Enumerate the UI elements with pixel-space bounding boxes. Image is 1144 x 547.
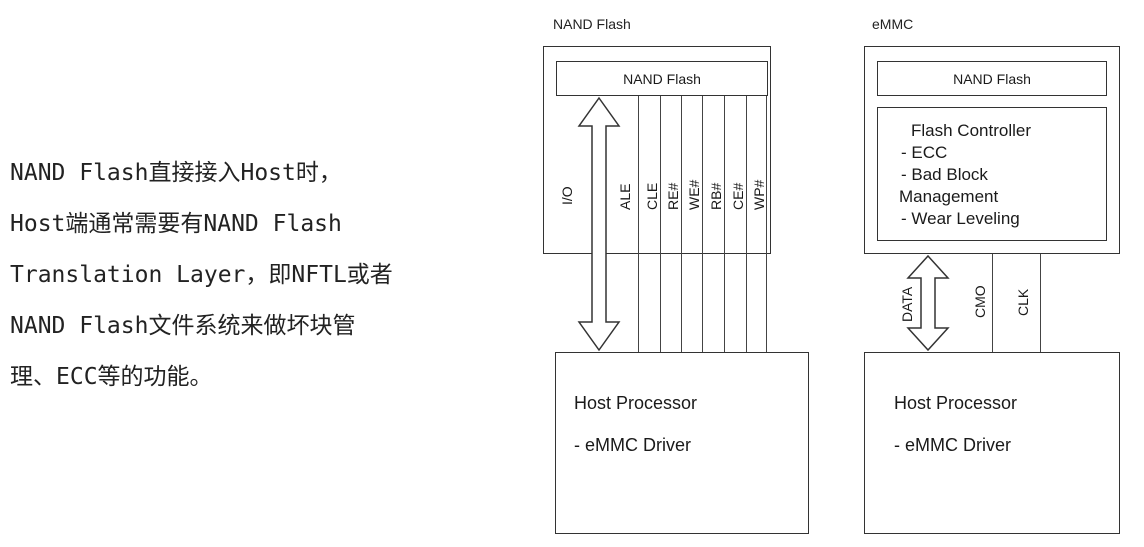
we-line [702, 96, 703, 352]
wp-line [766, 96, 767, 352]
signal-wp-label: WP# [751, 179, 767, 210]
signal-re-label: RE# [665, 182, 681, 210]
controller-item-bad-block: - Bad Block [901, 165, 988, 184]
controller-item-management: Management [899, 187, 999, 206]
nand-chip-box: NAND Flash [556, 61, 768, 96]
signal-rb-label: RB# [708, 182, 724, 210]
signal-data-label: DATA [899, 286, 915, 322]
rb-line [724, 96, 725, 352]
emmc-diagram-label: eMMC [872, 16, 914, 32]
emmc-nand-chip-box: NAND Flash [877, 61, 1107, 96]
signal-cle-label: CLE [644, 182, 660, 210]
paragraph-line-4: NAND Flash文件系统来做坏块管 [10, 313, 356, 339]
re-line [681, 96, 682, 352]
ale-line [638, 96, 639, 352]
controller-item-wear-leveling: - Wear Leveling [901, 209, 1020, 228]
controller-item-ecc: - ECC [901, 143, 948, 162]
cmo-line [992, 254, 993, 352]
paragraph-line-5: 理、ECC等的功能。 [10, 364, 213, 390]
nand-host-driver: - eMMC Driver [574, 435, 691, 455]
data-bidirectional-arrow [906, 254, 950, 352]
signal-io-label: I/O [559, 186, 575, 205]
signal-clk-label: CLK [1015, 288, 1031, 316]
nand-host-title: Host Processor [574, 393, 698, 413]
signal-cmo-label: CMO [972, 285, 988, 318]
flash-controller-box: Flash Controller - ECC - Bad Block Manag… [877, 107, 1107, 241]
emmc-host-driver: - eMMC Driver [894, 435, 1011, 455]
paragraph-line-2: Host端通常需要有NAND Flash [10, 211, 342, 237]
emmc-host-processor-box: Host Processor - eMMC Driver [864, 352, 1120, 534]
emmc-host-title: Host Processor [894, 393, 1018, 413]
signal-we-label: WE# [686, 179, 702, 210]
cle-line [660, 96, 661, 352]
signal-ce-label: CE# [730, 182, 746, 210]
clk-line [1040, 254, 1041, 352]
ce-line [746, 96, 747, 352]
io-bidirectional-arrow [577, 96, 621, 352]
nand-host-processor-box: Host Processor - eMMC Driver [555, 352, 809, 534]
paragraph-line-1: NAND Flash直接接入Host时， [10, 160, 342, 186]
paragraph-line-3: Translation Layer，即NFTL或者 [10, 262, 393, 288]
flash-controller-title: Flash Controller [911, 121, 1031, 140]
nand-diagram-label: NAND Flash [553, 16, 631, 32]
description-paragraph: NAND Flash直接接入Host时， Host端通常需要有NAND Flas… [10, 148, 490, 403]
